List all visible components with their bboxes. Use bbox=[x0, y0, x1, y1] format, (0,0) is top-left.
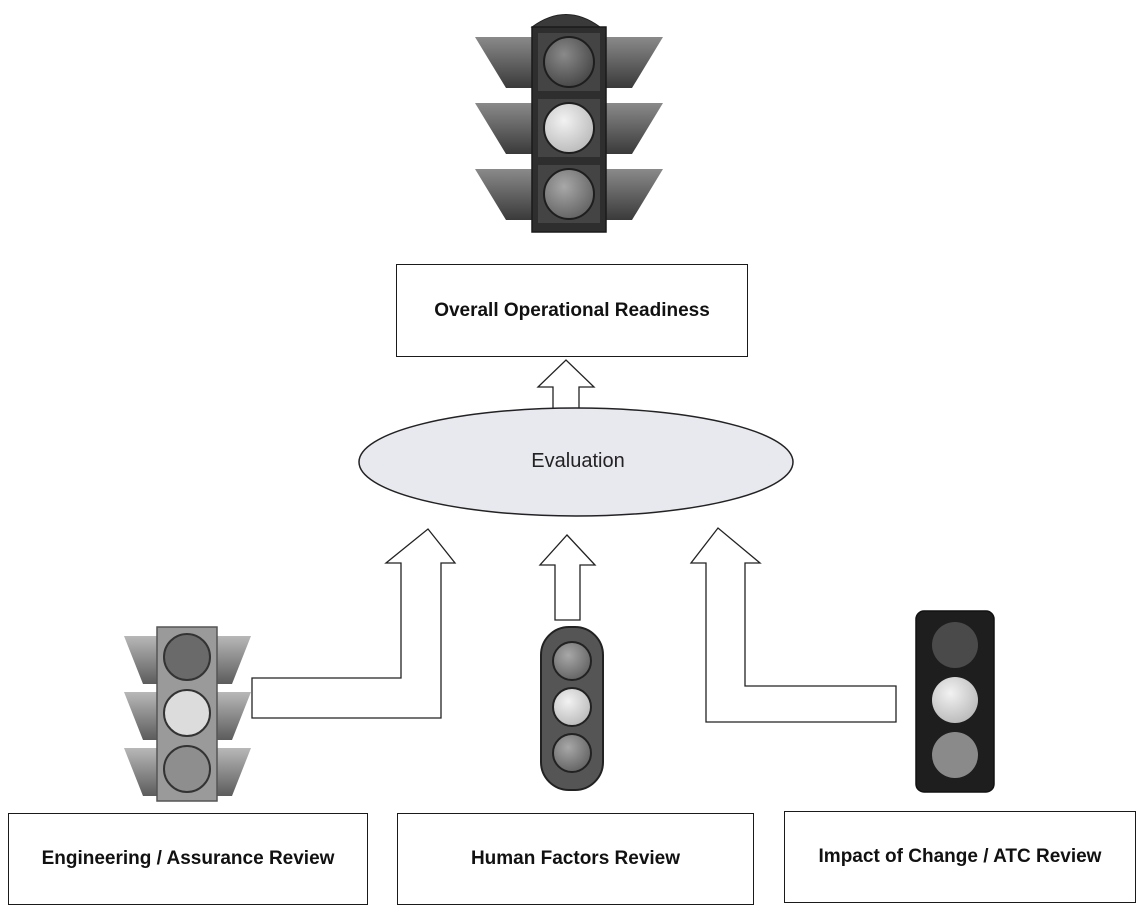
human-factors-traffic-light-icon bbox=[540, 626, 604, 791]
engineering-review-label: Engineering / Assurance Review bbox=[41, 848, 335, 869]
atc-review-label: Impact of Change / ATC Review bbox=[818, 846, 1102, 867]
atc-traffic-light-icon bbox=[915, 610, 995, 793]
overall-readiness-label: Overall Operational Readiness bbox=[434, 299, 710, 321]
human-factors-review-label: Human Factors Review bbox=[470, 848, 681, 869]
evaluation-ellipse bbox=[358, 407, 794, 517]
arrow-from-human-factors bbox=[538, 534, 597, 621]
overall-traffic-light-icon bbox=[475, 14, 663, 233]
engineering-traffic-light-icon bbox=[124, 626, 251, 802]
human-factors-review-box: Human Factors Review bbox=[397, 813, 754, 905]
arrow-from-engineering bbox=[251, 528, 457, 719]
overall-readiness-box: Overall Operational Readiness bbox=[396, 264, 748, 357]
atc-review-box: Impact of Change / ATC Review bbox=[784, 811, 1136, 903]
arrow-from-atc bbox=[689, 527, 897, 723]
evaluation-label: Evaluation bbox=[531, 450, 625, 472]
engineering-review-box: Engineering / Assurance Review bbox=[8, 813, 368, 905]
